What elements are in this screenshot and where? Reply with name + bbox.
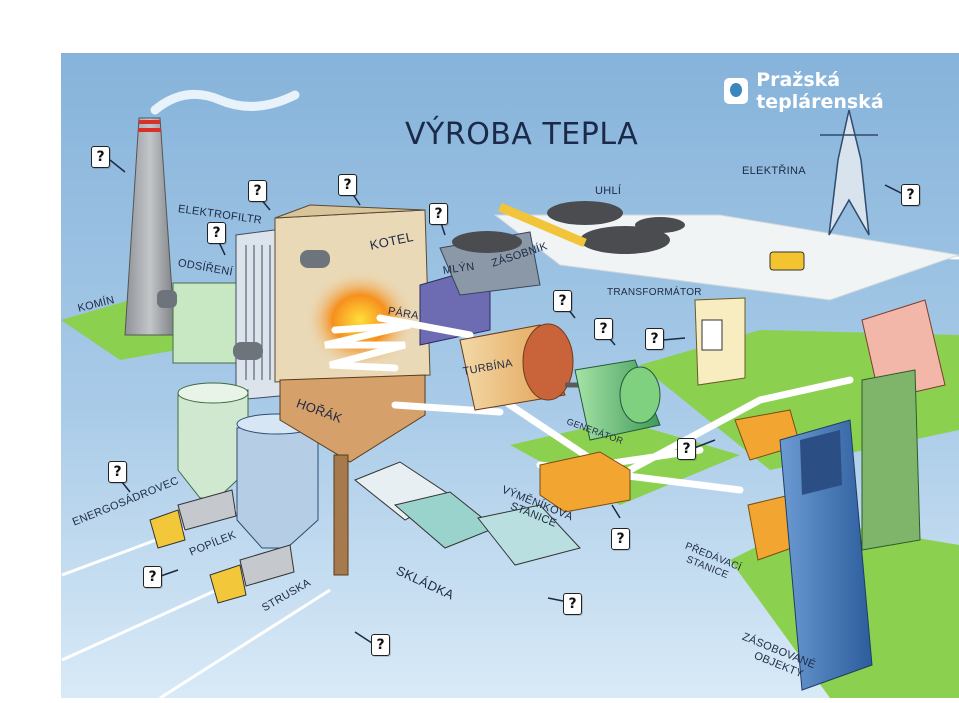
bulldozer	[769, 251, 805, 271]
label-transformator: TRANSFORMÁTOR	[607, 287, 702, 298]
turbine	[459, 323, 574, 411]
desulphurisation-unit	[172, 282, 239, 364]
hotspot-energosadrovec[interactable]: ?	[108, 461, 127, 483]
boiler-duct	[300, 250, 330, 268]
brand: Pražská teplárenská	[724, 69, 959, 113]
hotspot-transformator[interactable]: ?	[645, 328, 664, 350]
hotspot-odsireni[interactable]: ?	[207, 222, 226, 244]
ash-truck	[209, 544, 295, 604]
exchanger-station	[539, 451, 631, 513]
coal-piles	[547, 201, 685, 254]
bunker-coal	[452, 231, 522, 253]
power-pylon	[820, 109, 878, 236]
slag-chute	[333, 454, 349, 576]
hotspot-popilek[interactable]: ?	[143, 566, 162, 588]
chimney-stripe	[139, 120, 160, 124]
burner-hopper	[279, 374, 426, 463]
transformer-panel	[701, 319, 723, 351]
label-elektrina: ELEKTŘINA	[742, 165, 806, 177]
landfill-pit	[477, 504, 581, 566]
hotspot-generator[interactable]: ?	[594, 318, 613, 340]
hotspot-vymenikova-stanice[interactable]: ?	[611, 528, 630, 550]
gypsum-truck	[149, 489, 237, 549]
flue-duct	[157, 290, 177, 308]
hotspot-struska[interactable]: ?	[371, 634, 390, 656]
pt-logo-icon	[724, 78, 749, 104]
duct-connector	[233, 342, 263, 360]
generator	[574, 359, 661, 441]
hotspot-para[interactable]: ?	[553, 290, 572, 312]
hotspot-elektrofiltr[interactable]: ?	[248, 180, 267, 202]
gypsum-silo	[177, 382, 249, 499]
smoke-plume	[150, 89, 300, 115]
hotspot-komin[interactable]: ?	[91, 146, 110, 168]
boiler-top	[274, 204, 426, 219]
hotspot-mlyn[interactable]: ?	[429, 203, 448, 225]
brand-name: Pražská teplárenská	[756, 69, 884, 113]
chimney-stripe	[138, 128, 161, 132]
hotspot-kotel[interactable]: ?	[338, 174, 357, 196]
house-building	[861, 299, 946, 401]
apartment-building	[861, 369, 921, 551]
label-uhli: UHLÍ	[595, 185, 622, 197]
hotspot-teplovod[interactable]: ?	[677, 438, 696, 460]
hotspot-skladka[interactable]: ?	[563, 593, 582, 615]
office-tower-window	[800, 430, 842, 495]
hotspot-elektrina[interactable]: ?	[901, 184, 920, 206]
coal-conveyor	[498, 202, 587, 248]
diagram-title: VÝROBA TEPLA	[405, 117, 639, 152]
